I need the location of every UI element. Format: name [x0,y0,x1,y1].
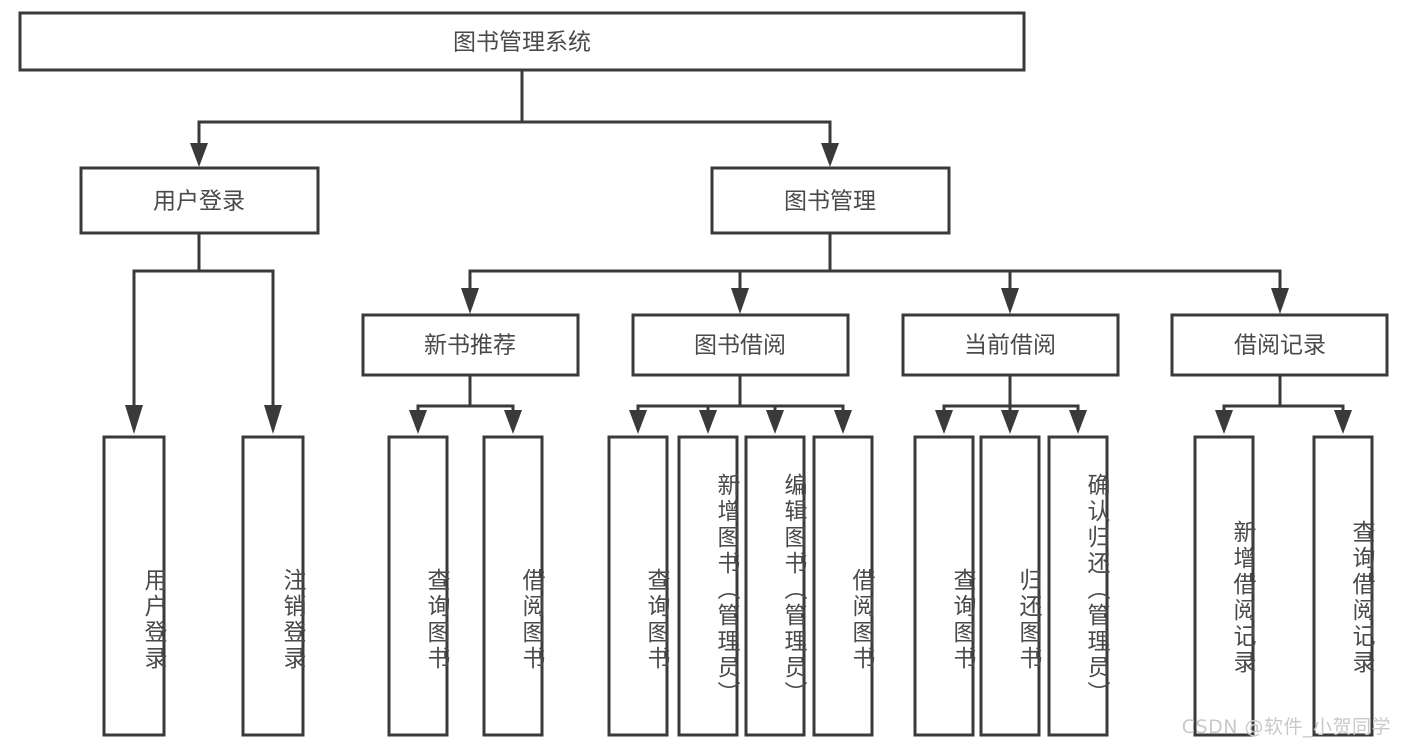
node-leaf-borrow-book-rec-box[interactable] [482,435,544,737]
node-book-borrow[interactable]: 图书借阅 [631,313,850,377]
node-root[interactable]: 图书管理系统 [18,11,1026,72]
arrow-to-leaf-logout-login [264,405,282,434]
node-book-borrow-label: 图书借阅 [694,333,786,359]
node-leaf-return-book-box[interactable] [979,435,1041,737]
node-borrow-record[interactable]: 借阅记录 [1170,313,1389,377]
arrow-to-book-management [821,143,839,167]
arrow-to-user-login [190,143,208,167]
node-current-borrow-box[interactable] [901,313,1120,377]
node-user-login-box[interactable] [79,166,320,235]
arrow-to-new-book-recommend [461,288,479,314]
node-book-management[interactable]: 图书管理 [710,166,951,235]
arrow-to-leaf-confirm-return-admin [1069,410,1087,434]
node-user-login[interactable]: 用户登录 [79,166,320,235]
node-leaf-logout-login-box[interactable] [241,435,305,737]
arrow-to-leaf-borrow-book-rec [504,410,522,434]
arrow-to-leaf-query-book-borrow [629,410,647,434]
node-borrow-record-label: 借阅记录 [1234,333,1326,359]
node-new-book-recommend-box[interactable] [361,313,580,377]
arrow-to-leaf-query-book-current [935,410,953,434]
node-current-borrow-label: 当前借阅 [964,333,1056,359]
arrow-to-leaf-add-book-admin [699,410,717,434]
node-leaf-query-borrow-record-box[interactable] [1312,435,1374,737]
node-borrow-record-box[interactable] [1170,313,1389,377]
arrow-to-leaf-add-borrow-record [1215,410,1233,434]
arrow-to-leaf-query-borrow-record [1334,410,1352,434]
arrow-to-leaf-borrow-book [834,410,852,434]
arrow-to-leaf-user-login [125,405,143,434]
node-leaf-confirm-return-admin-box[interactable] [1047,435,1109,737]
node-layer: 图书管理系统 用户登录 图书管理 新书推荐 图书借阅 当前 [18,11,1389,737]
node-new-book-recommend[interactable]: 新书推荐 [361,313,580,377]
node-leaf-add-borrow-record-box[interactable] [1193,435,1255,737]
node-leaf-add-book-admin-box[interactable] [677,435,739,737]
node-current-borrow[interactable]: 当前借阅 [901,313,1120,377]
arrow-to-leaf-edit-book-admin [766,410,784,434]
node-leaf-edit-book-admin-box[interactable] [744,435,806,737]
arrow-to-book-borrow [731,288,749,314]
node-leaf-borrow-book-box[interactable] [812,435,874,737]
node-book-management-label: 图书管理 [784,189,876,215]
node-leaf-query-book-current-box[interactable] [913,435,975,737]
node-leaf-query-book-borrow-box[interactable] [607,435,669,737]
watermark-text: CSDN @软件_小贺同学 [1181,716,1391,738]
arrow-to-leaf-return-book [1001,410,1019,434]
node-root-box[interactable] [18,11,1026,72]
arrow-to-current-borrow [1001,288,1019,314]
edge-layer [125,68,1352,434]
node-book-management-box[interactable] [710,166,951,235]
node-user-login-label: 用户登录 [153,189,245,215]
node-leaf-user-login-box[interactable] [102,435,166,737]
arrow-to-borrow-record [1271,288,1289,314]
node-leaf-query-book-rec-box[interactable] [387,435,449,737]
node-book-borrow-box[interactable] [631,313,850,377]
arrow-to-leaf-query-book-rec [409,410,427,434]
node-new-book-recommend-label: 新书推荐 [424,333,516,359]
node-root-label: 图书管理系统 [453,30,591,56]
